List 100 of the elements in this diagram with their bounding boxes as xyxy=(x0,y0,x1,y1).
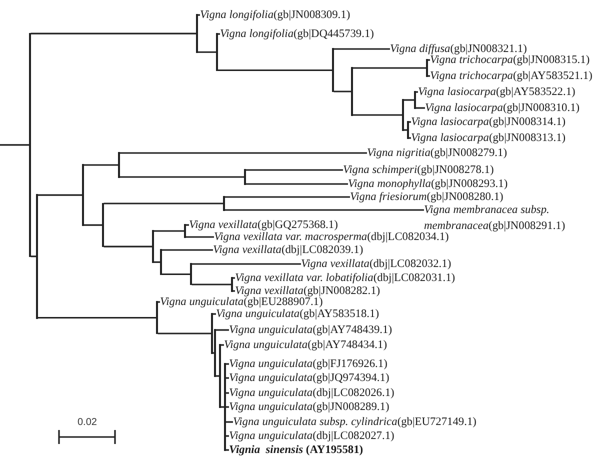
branch-line xyxy=(162,273,190,276)
taxon-label: Vigna trichocarpa(gb|AY583521.1) xyxy=(430,70,592,82)
taxon-label: Vigna unguiculata(dbj|LC082026.1) xyxy=(229,387,394,399)
clade-line xyxy=(224,363,226,451)
clade-line xyxy=(160,249,162,276)
clade-line xyxy=(216,33,218,72)
branch-line xyxy=(192,263,301,265)
branch-line xyxy=(216,329,229,331)
taxon-label: Vigna friesiorum(gb|JN008280.1) xyxy=(350,191,504,203)
taxon-label: Vigna schimperi(gb|JN008278.1) xyxy=(343,164,494,176)
taxon-label: Vigna unguiculata(gb|AY748434.1) xyxy=(224,339,388,351)
branch-line xyxy=(428,59,430,61)
taxon-label: Vigna monophylla(gb|JN008293.1) xyxy=(348,178,508,190)
branch-line xyxy=(408,137,411,139)
taxon-label: Vigna nigritia(gb|JN008279.1) xyxy=(367,147,508,159)
clade-line xyxy=(219,344,221,408)
branch-line xyxy=(226,435,229,437)
taxon-label: Vignia sinensis (AY195581) xyxy=(229,444,364,456)
clade-line xyxy=(118,152,120,178)
clade-line xyxy=(36,194,38,319)
branch-line xyxy=(224,209,424,211)
branch-line xyxy=(416,107,425,109)
branch-line xyxy=(218,69,332,72)
clade-line xyxy=(152,230,154,263)
taxon-label: Vigna lasiocarpa(gb|JN008313.1) xyxy=(411,132,566,144)
clade-line xyxy=(223,196,225,211)
branch-line xyxy=(226,406,229,408)
taxon-label: Vigna unguiculata(gb|JQ974394.1) xyxy=(229,372,390,384)
taxon-label: Vigna vexillata var. lobatifolia(dbj|LC082031.1) xyxy=(235,272,456,284)
clade-line xyxy=(407,121,409,139)
branch-line xyxy=(220,344,224,346)
branch-line xyxy=(186,236,214,238)
branch-line xyxy=(334,48,390,50)
branch-line xyxy=(232,290,235,292)
branch-line xyxy=(38,316,156,319)
branch-line xyxy=(212,313,216,315)
taxon-label: Vigna unguiculata(gb|JN008289.1) xyxy=(229,401,390,413)
taxon-label: Vigna diffusa(gb|JN008321.1) xyxy=(390,43,527,55)
branch-line xyxy=(246,169,343,171)
branch-line xyxy=(404,99,414,101)
clade-line xyxy=(351,67,353,116)
branch-line xyxy=(226,377,229,379)
branch-line xyxy=(220,406,224,408)
branch-line xyxy=(216,375,220,377)
branch-line xyxy=(158,332,212,334)
taxon-label: Vigna unguiculata(gb|EU288907.1) xyxy=(160,296,323,308)
clade-line xyxy=(190,263,192,286)
branch-line xyxy=(224,196,350,198)
taxon-label: Vigna lasiocarpa(gb|AY583522.1) xyxy=(418,86,576,98)
branch-line xyxy=(84,224,102,226)
taxon-label: Vigna unguiculata(gb|FJ176926.1) xyxy=(229,358,388,370)
branch-line xyxy=(226,363,229,365)
clade-line xyxy=(82,164,84,226)
clade-line xyxy=(29,32,31,258)
branch-line xyxy=(246,183,348,185)
taxon-label: Vigna vexillata(dbj|LC082039.1) xyxy=(213,244,364,256)
branch-line xyxy=(232,277,235,279)
clade-line xyxy=(102,202,104,248)
clade-line xyxy=(196,14,198,53)
clade-line xyxy=(156,301,158,334)
branch-line xyxy=(192,284,232,286)
branch-line xyxy=(352,67,426,69)
branch-line xyxy=(158,301,160,303)
branch-line xyxy=(198,14,200,16)
branch-line xyxy=(0,144,30,146)
taxon-label: Vigna unguiculata(gb|AY583518.1) xyxy=(216,308,380,320)
branch-line xyxy=(404,129,408,131)
branch-line xyxy=(104,202,224,204)
branch-line xyxy=(226,392,229,394)
taxon-label: Vigna longifolia(gb|JN008309.1) xyxy=(200,9,350,21)
taxon-label: Vigna longifolia(gb|DQ445739.1) xyxy=(220,28,374,40)
taxon-label: Vigna lasiocarpa(gb|JN008310.1) xyxy=(425,102,580,114)
branch-line xyxy=(334,90,352,92)
branch-line xyxy=(198,51,216,53)
scale-label: 0.02 xyxy=(78,417,97,429)
branch-line xyxy=(226,449,229,451)
branch-line xyxy=(38,194,82,196)
taxon-label: Vigna trichocarpa(gb|JN008315.1) xyxy=(430,54,590,66)
taxon-label: Vigna unguiculata(dbj|LC082027.1) xyxy=(229,430,394,442)
branch-line xyxy=(104,246,152,248)
branch-line xyxy=(218,33,220,35)
clade-line xyxy=(402,99,404,131)
clade-line xyxy=(332,48,334,92)
clade-line xyxy=(231,277,233,292)
clade-line xyxy=(184,224,186,238)
branch-line xyxy=(120,152,367,154)
branch-line xyxy=(416,91,418,93)
taxon-label: Vigna unguiculata subsp. cylindrica(gb|EU727149.1) xyxy=(233,416,476,428)
branch-line xyxy=(30,32,196,34)
taxon-label: Vigna vexillata(gb|GQ275368.1) xyxy=(189,219,338,231)
branch-line xyxy=(84,164,118,166)
clade-line xyxy=(214,329,216,377)
clade-line xyxy=(211,313,213,354)
branch-line xyxy=(186,224,189,226)
taxon-label: Vigna vexillata(gb|JN008282.1) xyxy=(235,285,380,297)
branch-line xyxy=(408,121,411,123)
taxon-label: Vigna vexillata var. macrosperma(dbj|LC082034.1) xyxy=(214,231,449,243)
branch-line xyxy=(428,75,430,77)
clade-line xyxy=(426,59,428,77)
taxon-label: Vigna unguiculata(gb|AY748439.1) xyxy=(229,324,392,336)
